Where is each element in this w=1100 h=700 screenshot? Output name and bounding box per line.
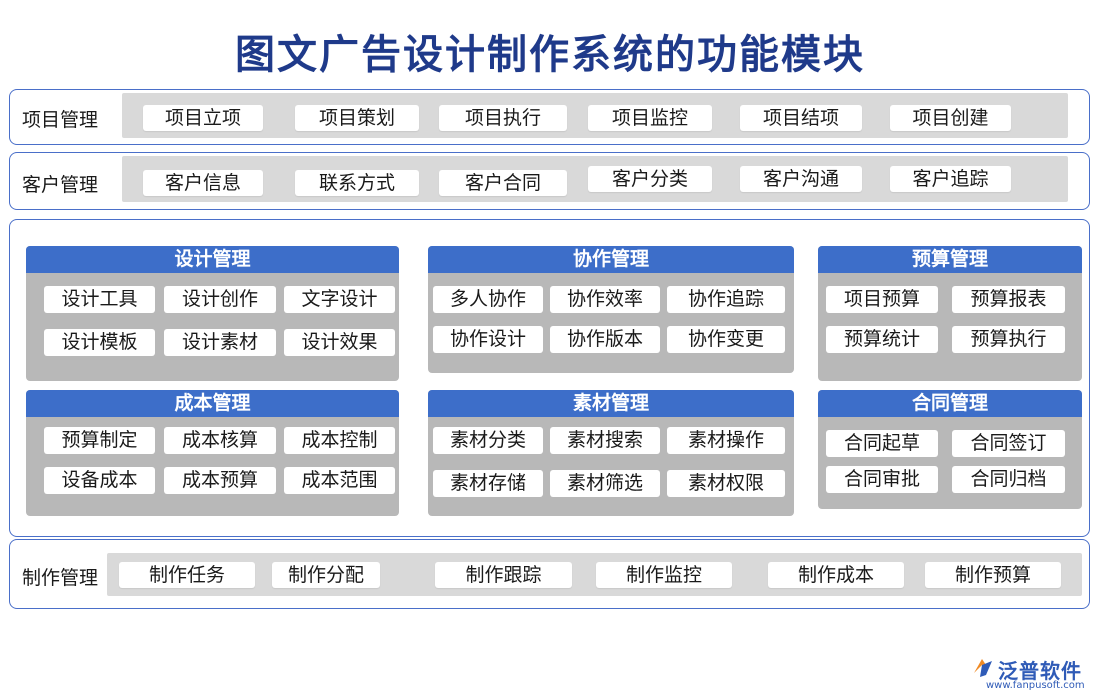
item-project-creation[interactable]: 项目创建 — [890, 105, 1011, 131]
item-multi-collab[interactable]: 多人协作 — [433, 286, 543, 313]
project-management-row: 项目管理 项目立项 项目策划 项目执行 项目监控 项目结项 项目创建 — [9, 89, 1090, 145]
module-budget: 预算管理 项目预算 预算报表 预算统计 预算执行 — [818, 246, 1082, 381]
item-cost-accounting[interactable]: 成本核算 — [164, 427, 276, 454]
module-design: 设计管理 设计工具 设计创作 文字设计 设计模板 设计素材 设计效果 — [26, 246, 399, 381]
module-header-cost: 成本管理 — [26, 390, 399, 417]
item-material-filter[interactable]: 素材筛选 — [550, 470, 660, 497]
row-label-production: 制作管理 — [22, 567, 99, 589]
item-text-design[interactable]: 文字设计 — [284, 286, 395, 313]
item-project-planning[interactable]: 项目策划 — [295, 105, 419, 131]
item-collab-design[interactable]: 协作设计 — [433, 326, 543, 353]
row-label-customer: 客户管理 — [22, 174, 99, 196]
module-contract: 合同管理 合同起草 合同签订 合同审批 合同归档 — [818, 390, 1082, 509]
item-project-execution[interactable]: 项目执行 — [439, 105, 567, 131]
module-header-contract: 合同管理 — [818, 390, 1082, 417]
logo-url: www.fanpusoft.com — [986, 680, 1085, 691]
logo-mark-icon — [974, 659, 992, 677]
item-material-search[interactable]: 素材搜索 — [550, 427, 660, 454]
item-customer-communication[interactable]: 客户沟通 — [740, 166, 862, 192]
customer-management-row: 客户管理 客户信息 联系方式 客户合同 客户分类 客户沟通 客户追踪 — [9, 152, 1090, 210]
company-logo: 泛普软件 www.fanpusoft.com — [968, 653, 1093, 693]
item-material-permission[interactable]: 素材权限 — [667, 470, 785, 497]
item-budget-formulation[interactable]: 预算制定 — [44, 427, 155, 454]
page-title: 图文广告设计制作系统的功能模块 — [235, 31, 865, 78]
row-label-project: 项目管理 — [22, 109, 99, 131]
production-items-strip — [107, 553, 1082, 596]
item-collab-efficiency[interactable]: 协作效率 — [550, 286, 660, 313]
item-production-tracking[interactable]: 制作跟踪 — [435, 562, 572, 588]
module-header-material: 素材管理 — [428, 390, 794, 417]
production-management-row: 制作管理 制作任务 制作分配 制作跟踪 制作监控 制作成本 制作预算 — [9, 539, 1090, 609]
item-project-monitoring[interactable]: 项目监控 — [588, 105, 712, 131]
item-project-closing[interactable]: 项目结项 — [740, 105, 862, 131]
item-production-monitoring[interactable]: 制作监控 — [596, 562, 732, 588]
item-production-assignment[interactable]: 制作分配 — [272, 562, 380, 588]
item-design-creation[interactable]: 设计创作 — [164, 286, 276, 313]
item-project-initiation[interactable]: 项目立项 — [143, 105, 263, 131]
item-production-task[interactable]: 制作任务 — [119, 562, 255, 588]
logo-name: 泛普软件 — [998, 659, 1082, 683]
module-header-collaboration: 协作管理 — [428, 246, 794, 273]
item-production-budget[interactable]: 制作预算 — [925, 562, 1061, 588]
item-contract-approval[interactable]: 合同审批 — [826, 466, 938, 493]
item-design-tools[interactable]: 设计工具 — [44, 286, 155, 313]
item-cost-scope[interactable]: 成本范围 — [284, 467, 395, 494]
item-contract-archiving[interactable]: 合同归档 — [952, 466, 1065, 493]
item-material-category[interactable]: 素材分类 — [433, 427, 543, 454]
item-design-template[interactable]: 设计模板 — [44, 329, 155, 356]
item-customer-category[interactable]: 客户分类 — [588, 166, 712, 192]
item-collab-version[interactable]: 协作版本 — [550, 326, 660, 353]
item-budget-report[interactable]: 预算报表 — [952, 286, 1065, 313]
module-cost: 成本管理 预算制定 成本核算 成本控制 设备成本 成本预算 成本范围 — [26, 390, 399, 516]
item-collab-tracking[interactable]: 协作追踪 — [667, 286, 785, 313]
item-material-operation[interactable]: 素材操作 — [667, 427, 785, 454]
item-design-material[interactable]: 设计素材 — [164, 329, 276, 356]
item-equipment-cost[interactable]: 设备成本 — [44, 467, 155, 494]
item-cost-control[interactable]: 成本控制 — [284, 427, 395, 454]
module-header-design: 设计管理 — [26, 246, 399, 273]
item-material-storage[interactable]: 素材存储 — [433, 470, 543, 497]
item-customer-contact[interactable]: 联系方式 — [295, 170, 419, 196]
item-design-effect[interactable]: 设计效果 — [284, 329, 395, 356]
item-customer-tracking[interactable]: 客户追踪 — [890, 166, 1011, 192]
item-budget-statistics[interactable]: 预算统计 — [826, 326, 938, 353]
item-cost-budget[interactable]: 成本预算 — [164, 467, 276, 494]
item-production-cost[interactable]: 制作成本 — [768, 562, 904, 588]
item-project-budget[interactable]: 项目预算 — [826, 286, 938, 313]
item-contract-drafting[interactable]: 合同起草 — [826, 430, 938, 457]
item-customer-info[interactable]: 客户信息 — [143, 170, 263, 196]
item-contract-signing[interactable]: 合同签订 — [952, 430, 1065, 457]
item-budget-execution[interactable]: 预算执行 — [952, 326, 1065, 353]
module-material: 素材管理 素材分类 素材搜索 素材操作 素材存储 素材筛选 素材权限 — [428, 390, 794, 516]
modules-container: 设计管理 设计工具 设计创作 文字设计 设计模板 设计素材 设计效果 协作管理 … — [9, 219, 1090, 537]
item-collab-change[interactable]: 协作变更 — [667, 326, 785, 353]
module-header-budget: 预算管理 — [818, 246, 1082, 273]
module-collaboration: 协作管理 多人协作 协作效率 协作追踪 协作设计 协作版本 协作变更 — [428, 246, 794, 373]
item-customer-contract[interactable]: 客户合同 — [439, 170, 567, 196]
